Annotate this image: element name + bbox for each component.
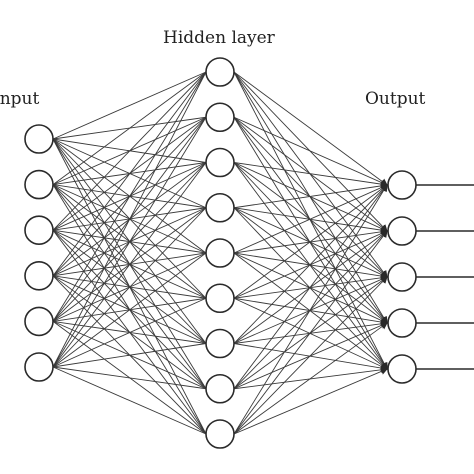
output-node — [387, 262, 417, 292]
hidden-node — [205, 283, 235, 314]
hidden-layer-label: Hidden layer — [163, 28, 276, 48]
hidden-output-edge — [233, 162, 388, 188]
output-node — [387, 170, 417, 200]
input-hidden-edge — [52, 71, 207, 140]
output-node — [387, 216, 417, 246]
neurons — [24, 57, 417, 449]
input-hidden-edge — [52, 366, 207, 435]
input-hidden-edge — [52, 71, 207, 322]
hidden-node — [205, 373, 235, 404]
input-hidden-edge — [52, 207, 207, 368]
hidden-node — [205, 147, 235, 178]
input-hidden-edge — [52, 252, 207, 368]
input-layer-label: Input — [0, 89, 39, 109]
hidden-output-edge — [233, 182, 388, 209]
hidden-node — [205, 419, 235, 449]
input-node — [24, 169, 54, 200]
hidden-output-edge — [233, 184, 388, 344]
input-node — [24, 215, 54, 245]
input-node — [24, 352, 54, 382]
hidden-output-edge — [233, 116, 388, 186]
input-hidden-edge — [52, 71, 207, 185]
input-node — [24, 306, 54, 337]
hidden-output-edge — [233, 184, 388, 299]
input-hidden-edge — [52, 366, 207, 390]
hidden-node — [205, 192, 235, 223]
input-hidden-edge — [52, 71, 207, 368]
input-node — [24, 260, 54, 291]
input-node — [24, 124, 54, 154]
hidden-node — [205, 57, 235, 87]
output-node — [387, 354, 417, 384]
input-hidden-edge — [52, 71, 207, 277]
hidden-output-edge — [233, 184, 388, 435]
hidden-output-edge — [233, 276, 388, 435]
input-hidden-edge — [52, 343, 207, 368]
hidden-node — [205, 238, 235, 268]
hidden-output-edge — [233, 184, 388, 254]
output-node — [387, 308, 417, 338]
input-hidden-edge — [52, 297, 207, 368]
hidden-output-edge — [233, 230, 388, 435]
output-layer-label: Output — [365, 89, 426, 109]
hidden-node — [205, 328, 235, 359]
hidden-output-edge — [233, 322, 388, 435]
connections — [52, 71, 388, 435]
input-hidden-edge — [52, 117, 207, 368]
input-hidden-edge — [52, 71, 207, 231]
hidden-node — [205, 102, 235, 133]
output-lines — [416, 184, 474, 370]
input-hidden-edge — [52, 162, 207, 368]
hidden-output-edge — [233, 184, 388, 390]
hidden-output-edge — [233, 368, 388, 435]
hidden-output-edge — [233, 71, 388, 186]
